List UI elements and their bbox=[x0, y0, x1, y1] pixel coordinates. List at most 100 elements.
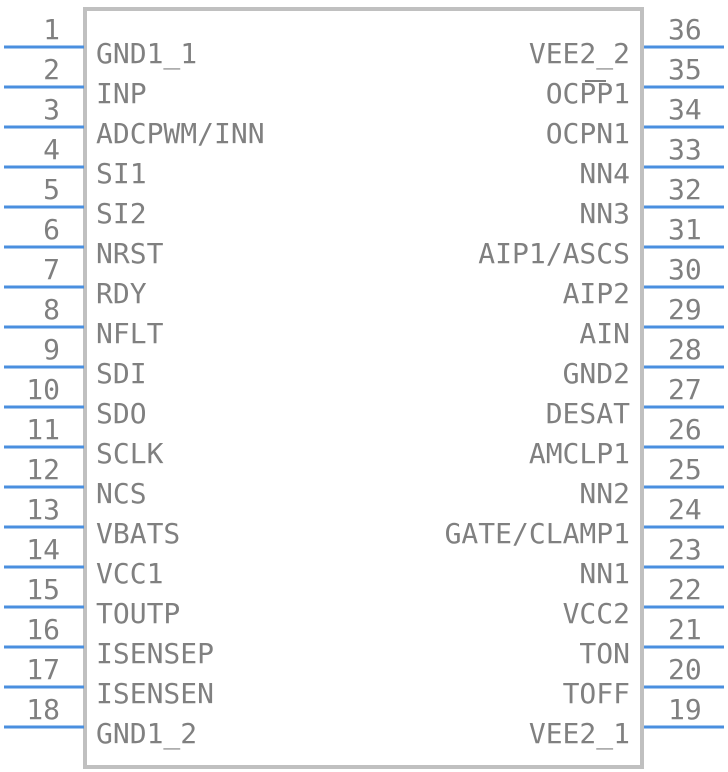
pin-name: NRST bbox=[96, 237, 164, 270]
pin-number: 19 bbox=[668, 693, 702, 726]
pin-number: 6 bbox=[43, 213, 60, 246]
pin-number: 2 bbox=[43, 53, 60, 86]
pin-name: NCS bbox=[96, 477, 147, 510]
pin-name: NN1 bbox=[579, 557, 630, 590]
pin-number: 25 bbox=[668, 453, 702, 486]
pin-number: 9 bbox=[43, 333, 60, 366]
pin-name: TON bbox=[579, 637, 630, 670]
pin-name: AIP1/ASCS bbox=[478, 237, 630, 270]
pin-number: 36 bbox=[668, 13, 702, 46]
ic-body-outline bbox=[83, 7, 644, 769]
pin-number: 27 bbox=[668, 373, 702, 406]
pin-number: 17 bbox=[26, 653, 60, 686]
pin-name: VCC2 bbox=[563, 597, 630, 630]
pin-name: OCPP1 bbox=[546, 77, 630, 110]
pin-name: INP bbox=[96, 77, 147, 110]
pin-name: VCC1 bbox=[96, 557, 163, 590]
pin-name: VEE2_2 bbox=[529, 37, 630, 71]
pin-number: 35 bbox=[668, 53, 702, 86]
pin-name: AIP2 bbox=[563, 277, 630, 310]
pin-name: GND1_1 bbox=[96, 37, 197, 71]
pin-number: 11 bbox=[26, 413, 60, 446]
pin-name: AMCLP1 bbox=[529, 437, 630, 470]
pin-number: 4 bbox=[43, 133, 60, 166]
pin-number: 22 bbox=[668, 573, 702, 606]
pin-number: 3 bbox=[43, 93, 60, 126]
pin-number: 1 bbox=[43, 13, 60, 46]
pin-name: VBATS bbox=[96, 517, 180, 550]
pin-name: ISENSEN bbox=[96, 677, 214, 710]
pin-number: 13 bbox=[26, 493, 60, 526]
pin-number: 33 bbox=[668, 133, 702, 166]
pin-name: SDO bbox=[96, 397, 147, 430]
pin-number: 23 bbox=[668, 533, 702, 566]
pin-number: 34 bbox=[668, 93, 702, 126]
pin-name: RDY bbox=[96, 277, 147, 310]
pin-number: 8 bbox=[43, 293, 60, 326]
pin-name: VEE2_1 bbox=[529, 717, 630, 751]
pin-name: GND1_2 bbox=[96, 717, 197, 751]
pin-name: NN4 bbox=[579, 157, 630, 190]
pin-number: 24 bbox=[668, 493, 702, 526]
pin-number: 32 bbox=[668, 173, 702, 206]
pin-number: 28 bbox=[668, 333, 702, 366]
pin-number: 7 bbox=[43, 253, 60, 286]
pin-number: 14 bbox=[26, 533, 60, 566]
pin-name: SCLK bbox=[96, 437, 164, 470]
pin-name: NFLT bbox=[96, 317, 164, 350]
pin-number: 26 bbox=[668, 413, 702, 446]
pin-number: 12 bbox=[26, 453, 60, 486]
pin-number: 20 bbox=[668, 653, 702, 686]
pin-number: 29 bbox=[668, 293, 702, 326]
pin-name: NN2 bbox=[579, 477, 630, 510]
pin-name: TOFF bbox=[563, 677, 630, 710]
pin-name: TOUTP bbox=[96, 597, 180, 630]
left-pin-group: 1GND1_12INP3ADCPWM/INN4SI15SI26NRST7RDY8… bbox=[4, 13, 265, 751]
pin-number: 21 bbox=[668, 613, 702, 646]
pin-name: OCPN1 bbox=[546, 117, 630, 150]
pin-name: GND2 bbox=[563, 357, 630, 390]
pin-name: SI1 bbox=[96, 157, 147, 190]
pin-name: ADCPWM/INN bbox=[96, 117, 265, 150]
pin-number: 31 bbox=[668, 213, 702, 246]
pin-name: AIN bbox=[579, 317, 630, 350]
pin-number: 16 bbox=[26, 613, 60, 646]
pin-name: NN3 bbox=[579, 197, 630, 230]
pin-name: SDI bbox=[96, 357, 147, 390]
pin-number: 10 bbox=[26, 373, 60, 406]
